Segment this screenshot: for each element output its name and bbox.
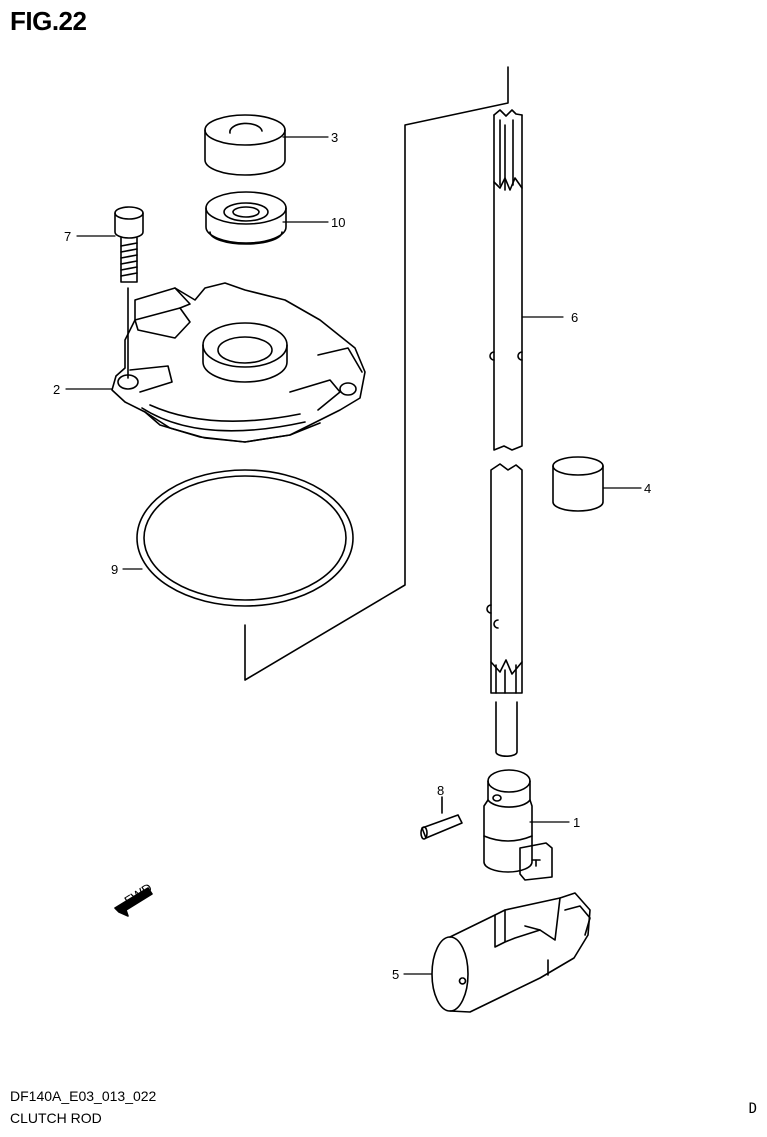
part-6-clutch-rod-upper: [489, 109, 523, 451]
assembly-bracket-line: [244, 66, 509, 681]
part-7-bolt: [114, 206, 144, 379]
callout-6: 6: [571, 310, 578, 325]
part-5-shifter: [431, 892, 591, 1013]
part-10-oil-seal: [205, 191, 287, 245]
callout-9: 9: [111, 562, 118, 577]
part-9-o-ring: [136, 469, 354, 607]
callout-8: 8: [437, 783, 444, 798]
footer-part-name: CLUTCH ROD: [10, 1110, 102, 1126]
callout-5: 5: [392, 967, 399, 982]
part-8-pin: [420, 796, 463, 840]
footer-drawing-code: DF140A_E03_013_022: [10, 1088, 157, 1104]
callout-3: 3: [331, 130, 338, 145]
fwd-arrow-icon: FWD: [114, 880, 155, 917]
part-6-clutch-rod-lower: [486, 463, 523, 757]
fwd-label: FWD: [122, 880, 155, 908]
part-3-bushing: [204, 114, 286, 176]
part-4-bushing: [552, 456, 604, 512]
figure-title: FIG.22: [10, 6, 87, 36]
callout-10: 10: [331, 215, 345, 230]
part-1-coupling: [483, 769, 553, 881]
callout-numbers: 3 10 7 6 2 4 9 8 1 5: [53, 130, 651, 982]
callout-7: 7: [64, 229, 71, 244]
callout-4: 4: [644, 481, 651, 496]
leader-lines: [65, 136, 642, 975]
callout-2: 2: [53, 382, 60, 397]
callout-1: 1: [573, 815, 580, 830]
part-2-cover: [111, 282, 366, 443]
footer-letter: D: [748, 1101, 757, 1117]
